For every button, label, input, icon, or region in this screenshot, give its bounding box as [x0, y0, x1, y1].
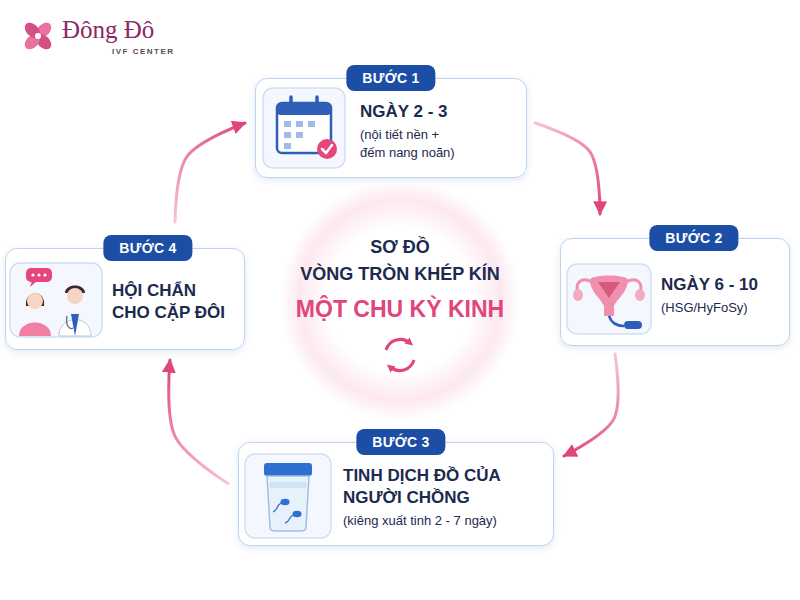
cycle-arrow: [564, 354, 618, 456]
step-title: HỘI CHẨN CHO CẶP ĐÔI: [112, 280, 234, 324]
step-body: NGÀY 2 - 3 (nội tiết nền + đếm nang noãn): [360, 101, 516, 161]
step-title: NGÀY 6 - 10: [661, 274, 779, 296]
calendar-icon: [263, 88, 345, 168]
center-title: SƠ ĐỒ: [370, 234, 429, 261]
step-badge: BƯỚC 2: [649, 225, 738, 251]
step-note: (nội tiết nền + đếm nang noãn): [360, 126, 516, 161]
step-box: BƯỚC 1NGÀY 2 - 3(nội tiết nền + đếm nang…: [255, 78, 527, 178]
step-body: HỘI CHẨN CHO CẶP ĐÔI: [112, 280, 234, 324]
step-title: NGÀY 2 - 3: [360, 101, 516, 123]
step-badge: BƯỚC 1: [346, 65, 435, 91]
step-badge: BƯỚC 4: [103, 235, 192, 261]
cycle-arrow: [535, 123, 600, 214]
step-badge: BƯỚC 3: [356, 429, 445, 455]
step-note: (kiêng xuất tinh 2 - 7 ngày): [343, 512, 543, 530]
center-title: VÒNG TRÒN KHÉP KÍN: [300, 261, 500, 288]
uterus-icon: [567, 264, 651, 334]
center-title: MỘT CHU KỲ KINH: [296, 292, 504, 327]
step-box: BƯỚC 4HỘI CHẨN CHO CẶP ĐÔI: [5, 248, 245, 350]
sample-cup-icon: [245, 454, 331, 538]
cycle-arrow: [169, 360, 228, 484]
step-title: TINH DỊCH ĐỒ CỦA NGƯỜI CHỒNG: [343, 465, 543, 509]
center-circle: SƠ ĐỒVÒNG TRÒN KHÉP KÍN MỘT CHU KỲ KINH: [280, 180, 520, 420]
step-box: BƯỚC 2NGÀY 6 - 10(HSG/HyFoSy): [560, 238, 790, 346]
step-box: BƯỚC 3TINH DỊCH ĐỒ CỦA NGƯỜI CHỒNG(kiêng…: [238, 442, 554, 546]
cycle-arrow: [175, 123, 245, 222]
logo-subtext: IVF CENTER: [112, 47, 175, 56]
logo-flower: [22, 20, 55, 53]
logo-text: Đông Đô: [62, 16, 154, 44]
step-body: NGÀY 6 - 10 (HSG/HyFoSy): [661, 274, 779, 317]
step-body: TINH DỊCH ĐỒ CỦA NGƯỜI CHỒNG (kiêng xuất …: [343, 465, 543, 530]
consultation-icon: [10, 263, 102, 337]
step-note: (HSG/HyFoSy): [661, 299, 779, 317]
